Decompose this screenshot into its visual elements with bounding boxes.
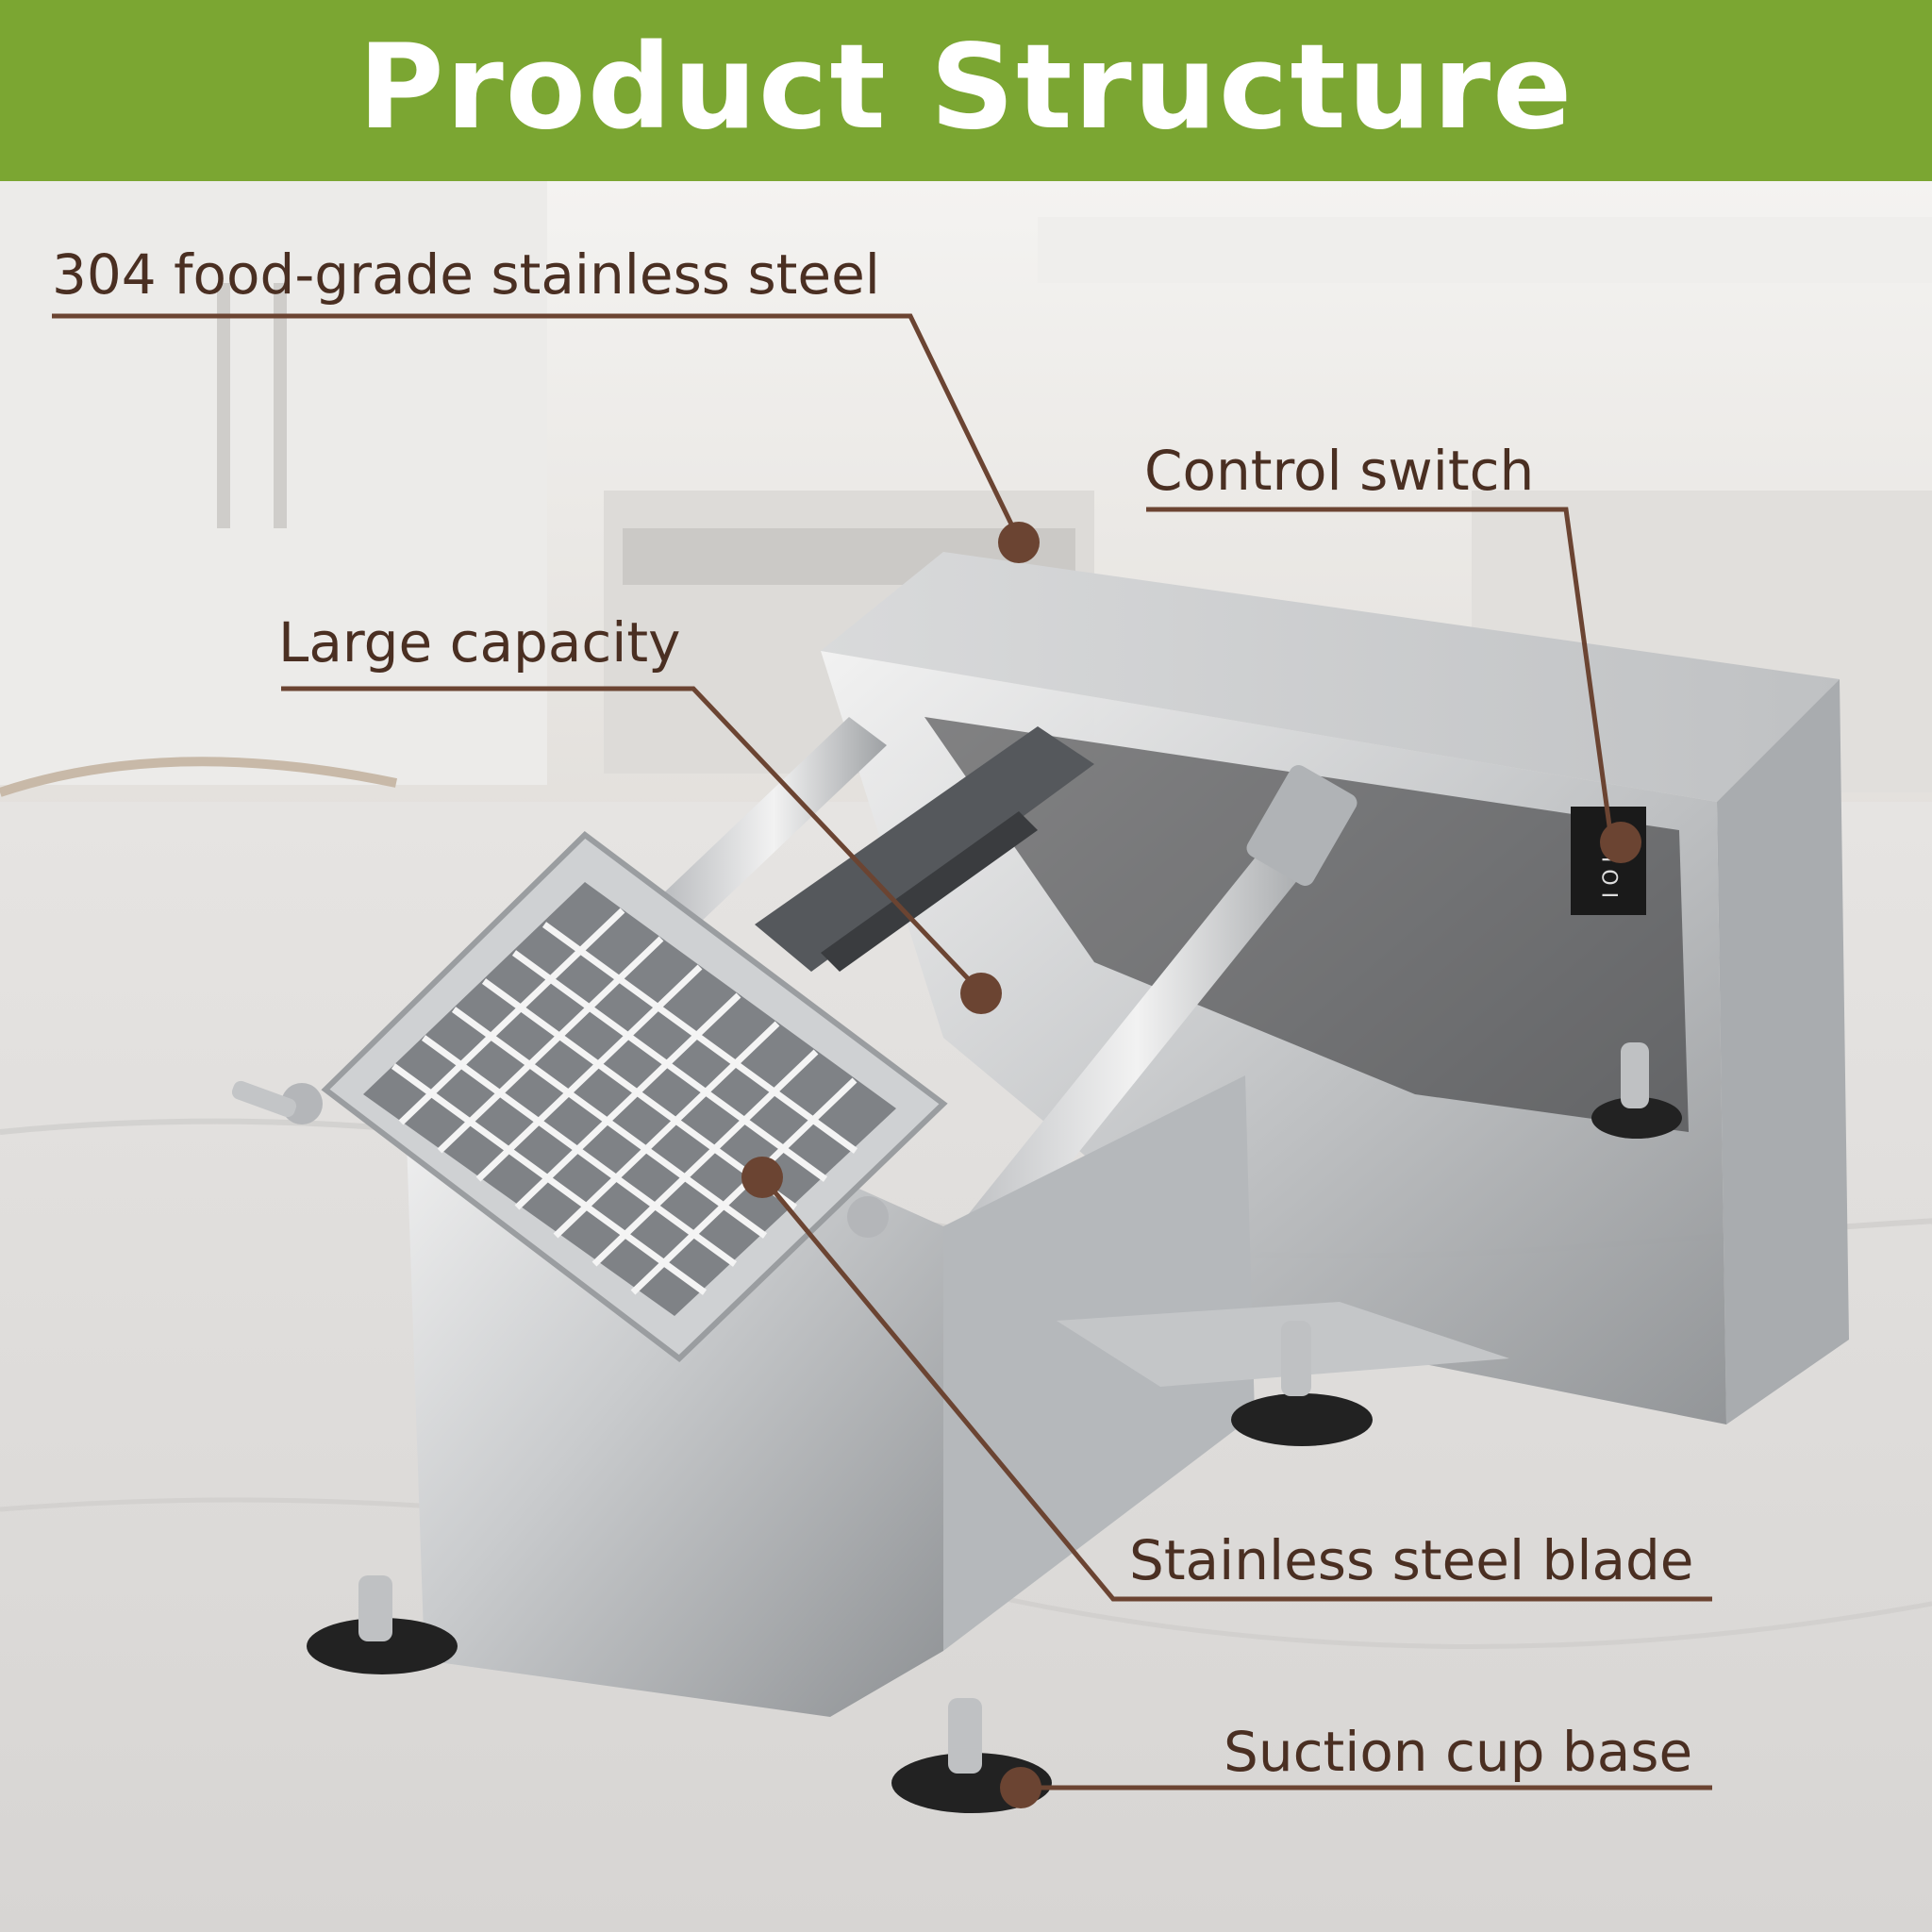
callout-stainless-steel: 304 food-grade stainless steel [52,242,880,307]
callout-large-capacity: Large capacity [278,610,681,675]
callout-blade: Stainless steel blade [1129,1528,1694,1592]
callout-control-switch: Control switch [1144,439,1535,503]
page-title: Product Structure [358,20,1574,156]
product-photo: I O I [0,181,1932,1932]
callout-suction-base: Suction cup base [1224,1720,1693,1784]
title-banner: Product Structure [0,0,1932,181]
switch-marks: I O I [1600,857,1624,898]
